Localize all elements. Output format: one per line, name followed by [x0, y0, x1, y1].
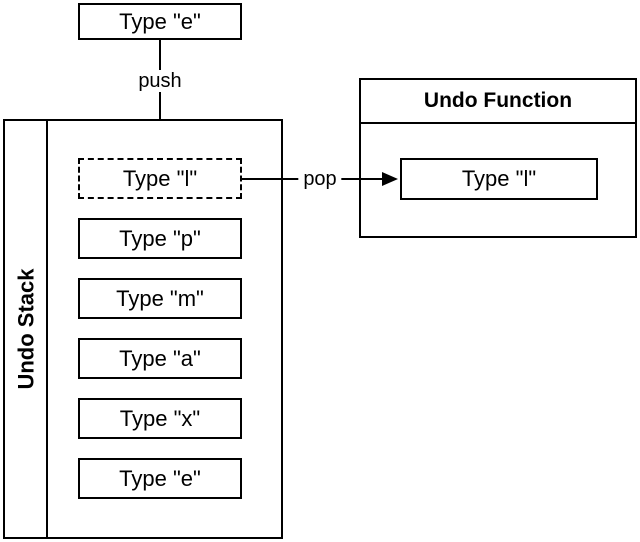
stack-item-box-1: Type "p" — [78, 218, 242, 259]
stack-item-box-5: Type "e" — [78, 458, 242, 499]
undo-function-item-label: Type "l" — [461, 166, 537, 191]
stack-item-label-5: Type "e" — [119, 465, 201, 491]
undo-function-item-box: Type "l" — [400, 158, 598, 200]
undo-stack-divider — [46, 121, 48, 537]
undo-stack-title: Undo Stack — [13, 268, 39, 390]
pop-arrow-label: pop — [298, 168, 342, 190]
stack-item-label-0: Type "l" — [122, 165, 198, 191]
pushed-command-box: Type "e" — [78, 3, 242, 40]
push-arrow-label: push — [133, 70, 187, 92]
stack-item-box-3: Type "a" — [78, 338, 242, 379]
stack-item-label-4: Type "x" — [119, 405, 201, 431]
undo-function-container: Undo Function Type "l" — [359, 78, 637, 238]
stack-item-label-2: Type "m" — [116, 285, 204, 311]
stack-item-box-4: Type "x" — [78, 398, 242, 439]
stack-item-label-1: Type "p" — [119, 225, 201, 251]
pop-arrowhead-icon — [382, 172, 398, 186]
stack-item-box-0: Type "l" — [78, 158, 242, 199]
pushed-command-label: Type "e" — [119, 8, 201, 34]
undo-stack-container: Undo Stack Type "l" Type "p" Type "m" Ty… — [3, 119, 283, 539]
undo-function-title: Undo Function — [361, 80, 635, 124]
undo-stack-title-band: Undo Stack — [5, 121, 48, 537]
stack-item-label-3: Type "a" — [119, 345, 201, 371]
stack-item-box-2: Type "m" — [78, 278, 242, 319]
